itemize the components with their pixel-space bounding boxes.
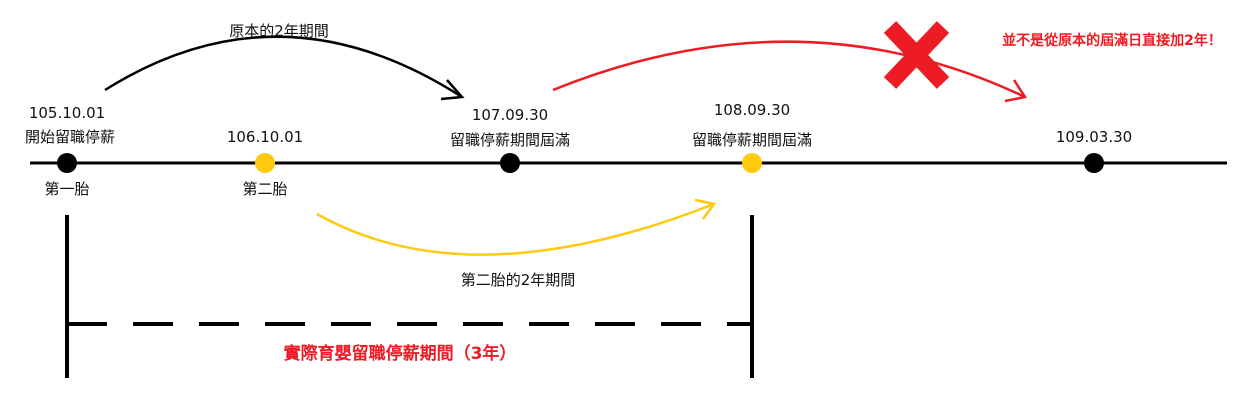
dot-108-09-30: [742, 153, 762, 173]
actual-period-label: 實際育嬰留職停薪期間（3年）: [283, 344, 517, 364]
dot-106-10-01: [255, 153, 275, 173]
dot-105-10-01: [57, 153, 77, 173]
date-109-03-30: 109.03.30: [1055, 128, 1133, 146]
dot-107-09-30: [500, 153, 520, 173]
cross-icon: [883, 21, 950, 89]
original-period-arrow: [104, 35, 465, 101]
original-end-label: 留職停薪期間屆滿: [449, 131, 571, 149]
wrong-extension-arrow: [552, 40, 1028, 103]
dot-109-03-30: [1084, 153, 1104, 173]
date-106-10-01: 106.10.01: [226, 128, 304, 146]
actual-end-label: 留職停薪期間屆滿: [691, 131, 813, 149]
first-child-label: 第一胎: [44, 180, 90, 198]
wrong-note: 並不是從原本的屆滿日直接加2年！: [1002, 33, 1222, 49]
second-child-period-label: 第二胎的2年期間: [460, 271, 576, 289]
date-108-09-30: 108.09.30: [713, 101, 791, 119]
second-child-label: 第二胎: [242, 180, 288, 198]
date-105-10-01: 105.10.01: [28, 104, 106, 122]
date-107-09-30: 107.09.30: [471, 106, 549, 124]
start-leave-label: 開始留職停薪: [24, 128, 116, 146]
second-child-period-arrow: [316, 198, 717, 256]
original-period-label: 原本的2年期間: [229, 22, 329, 40]
